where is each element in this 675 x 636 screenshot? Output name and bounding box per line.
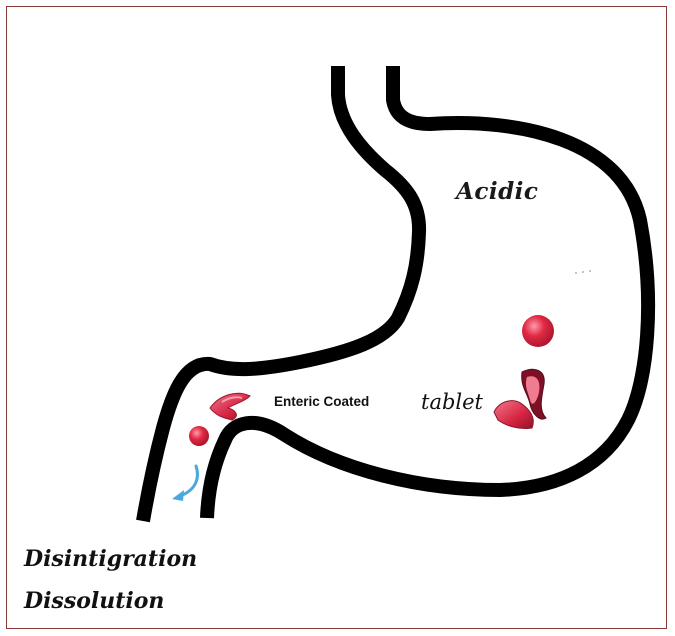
speckles — [575, 270, 591, 274]
acidic-label: Acidic — [456, 178, 538, 205]
coated-tablet-fragments-icon — [494, 369, 546, 428]
dissolving-particle-icon — [189, 426, 209, 446]
release-arrow-icon — [172, 466, 197, 501]
tablet-label: tablet — [421, 390, 483, 414]
disintegration-label: Disintigration — [24, 548, 197, 570]
enteric-coated-label: Enteric Coated — [274, 394, 369, 409]
stomach-outer-wall — [143, 66, 419, 521]
intact-tablet-icon — [522, 315, 554, 347]
stomach-inner-wall — [207, 66, 648, 518]
dissolution-label: Dissolution — [24, 590, 164, 612]
